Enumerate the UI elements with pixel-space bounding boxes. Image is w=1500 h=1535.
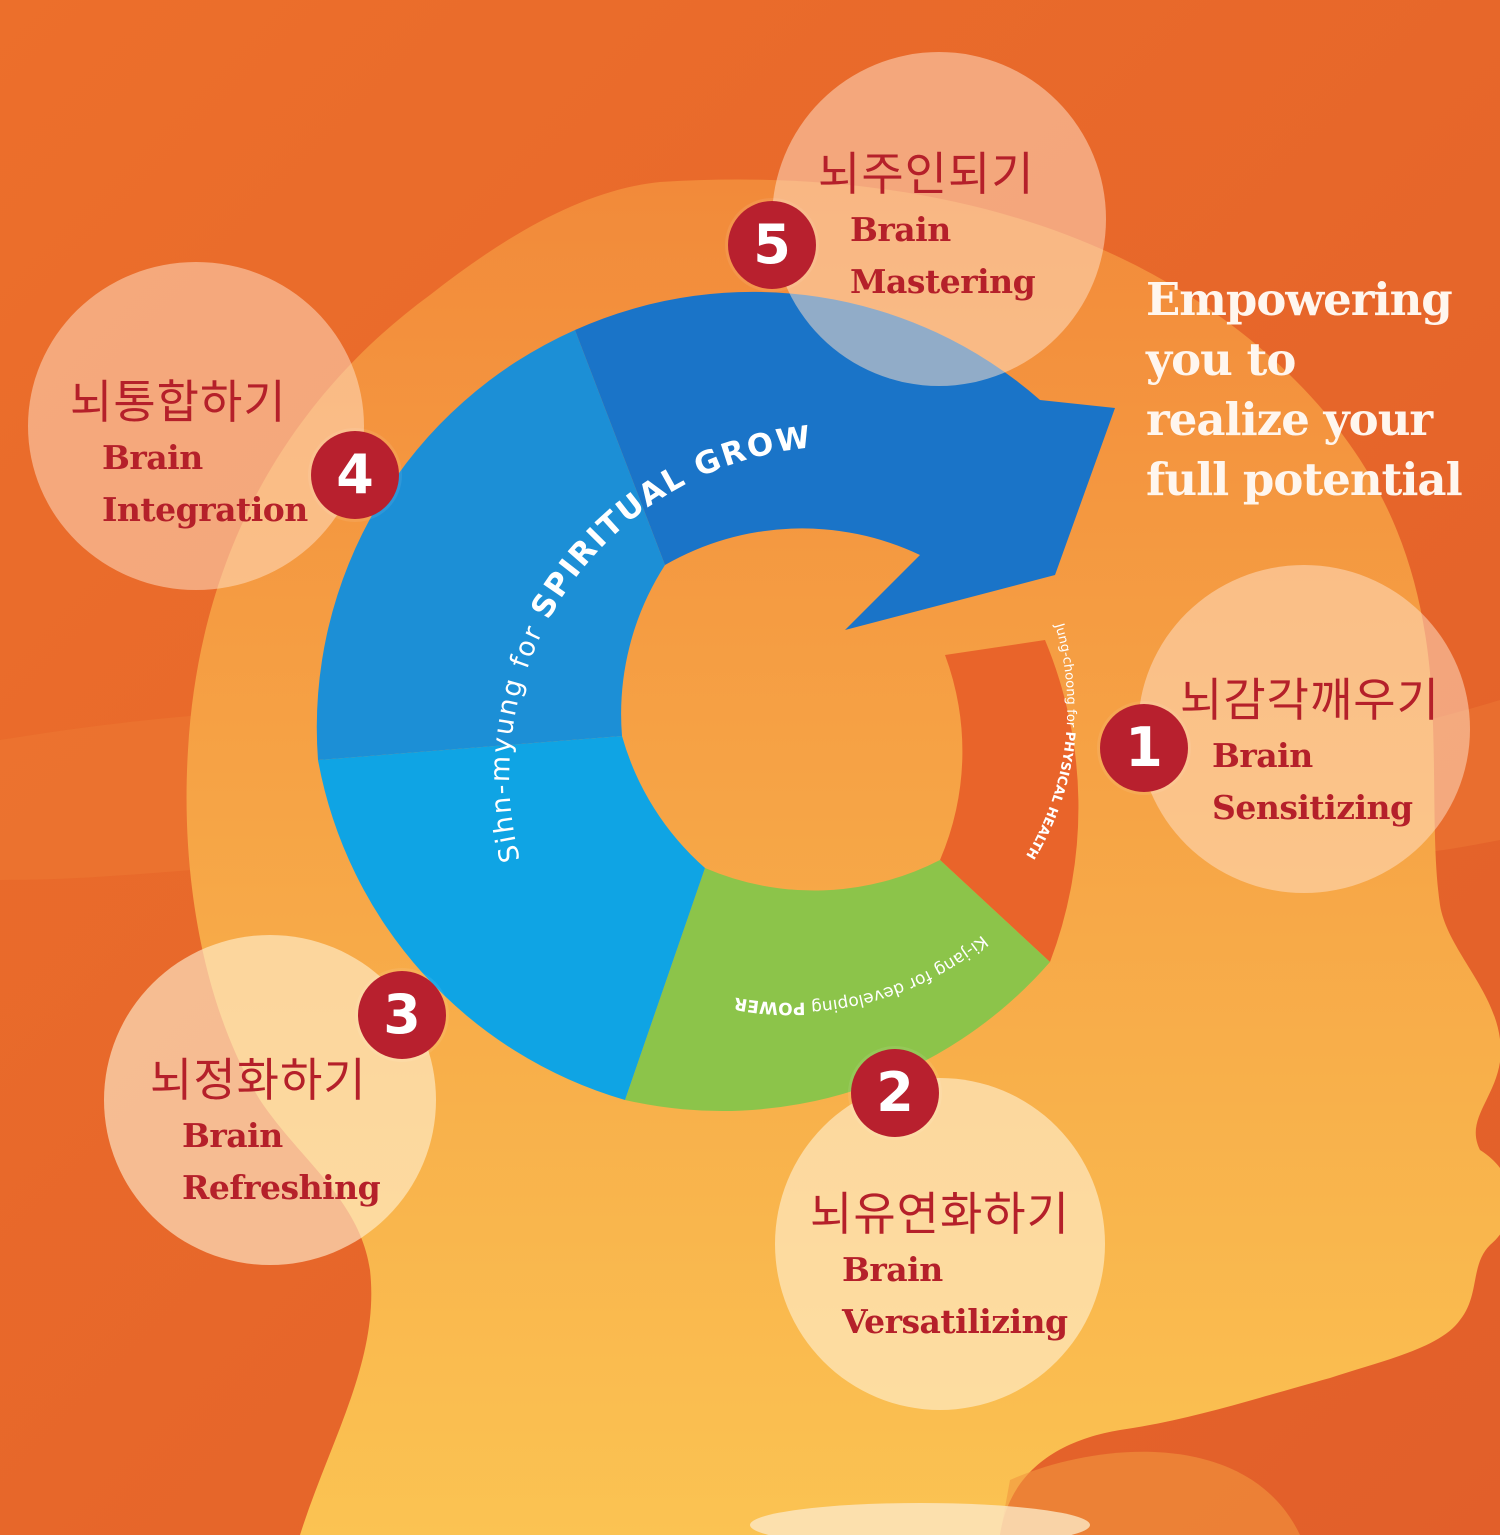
growth-ring xyxy=(316,291,1115,1112)
step-4-english-line2: Integration xyxy=(102,490,308,529)
step-5-badge: 5 xyxy=(728,201,816,289)
step-5-english-line1: Brain xyxy=(850,210,951,249)
tagline-line-1: Empowering xyxy=(1146,273,1453,326)
step-3-english-line1: Brain xyxy=(182,1116,283,1155)
step-1-korean: 뇌감각깨우기 xyxy=(1180,673,1440,727)
tagline: Empowering you to realize your full pote… xyxy=(1146,270,1463,510)
step-1-badge: 1 xyxy=(1100,704,1188,792)
ring-segment-lower-blue xyxy=(318,736,705,1100)
step-4-korean: 뇌통합하기 xyxy=(70,375,287,429)
step-5-english-line2: Mastering xyxy=(850,262,1036,301)
ring-segment-physical xyxy=(940,640,1079,962)
tagline-line-4: full potential xyxy=(1146,453,1463,506)
step-2-english-line1: Brain xyxy=(842,1250,943,1289)
step-4-bubble xyxy=(28,262,364,590)
neck-shade xyxy=(1000,1451,1300,1535)
step-3-text: 뇌정화하기 Brain Refreshing xyxy=(150,1044,381,1214)
step-5-korean: 뇌주인되기 xyxy=(818,147,1035,201)
step-1-text: 뇌감각깨우기 Brain Sensitizing xyxy=(1180,664,1440,834)
step-2-english-line2: Versatilizing xyxy=(842,1302,1068,1341)
step-1-english-line2: Sensitizing xyxy=(1212,788,1413,827)
step-3-korean: 뇌정화하기 xyxy=(150,1053,367,1107)
step-4-text: 뇌통합하기 Brain Integration xyxy=(70,366,308,536)
step-2-text: 뇌유연화하기 Brain Versatilizing xyxy=(810,1178,1070,1348)
step-1-english-line1: Brain xyxy=(1212,736,1313,775)
step-4-badge: 4 xyxy=(311,431,399,519)
step-5-bubble xyxy=(772,52,1106,386)
tagline-line-3: realize your xyxy=(1146,393,1433,446)
bottom-bubble-edge xyxy=(750,1503,1090,1535)
step-1-bubble xyxy=(1138,565,1470,893)
step-3-badge: 3 xyxy=(358,971,446,1059)
ring-segment-power xyxy=(625,860,1050,1112)
step-4-english-line1: Brain xyxy=(102,438,203,477)
step-3-english-line2: Refreshing xyxy=(182,1168,381,1207)
step-2-bubble xyxy=(775,1078,1105,1410)
tagline-line-2: you to xyxy=(1146,333,1296,386)
step-2-badge: 2 xyxy=(851,1049,939,1137)
ring-segment-upper-left-blue xyxy=(316,330,665,760)
step-5-text: 뇌주인되기 Brain Mastering xyxy=(818,138,1036,308)
step-2-korean: 뇌유연화하기 xyxy=(810,1187,1070,1241)
